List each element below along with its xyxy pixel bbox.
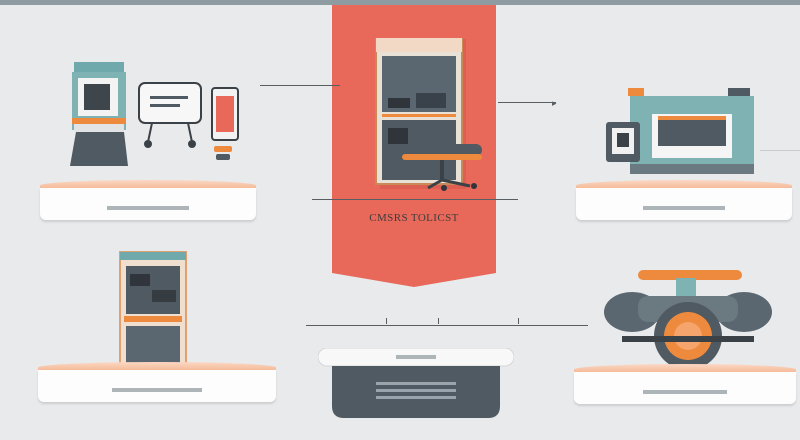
monitor-icon <box>138 82 204 152</box>
tick-icon <box>386 318 387 324</box>
kiosk-icon <box>66 60 130 168</box>
tick-icon <box>518 318 519 324</box>
phone-icon <box>210 86 240 166</box>
shelf-bottom-left <box>38 362 276 406</box>
printer-icon <box>604 86 764 178</box>
shelf-top-right <box>576 180 792 220</box>
office-chair-icon <box>400 138 486 194</box>
top-bar <box>0 0 800 5</box>
tick-icon <box>438 318 439 324</box>
connector-line <box>260 85 340 86</box>
shelf-top-left <box>40 180 256 220</box>
connector-line <box>306 325 588 326</box>
robot-vacuum-icon <box>602 268 774 372</box>
connector-line <box>312 199 518 200</box>
cabinet-icon <box>374 37 464 190</box>
connector-line <box>760 150 800 151</box>
shelf-bottom-right <box>574 364 796 408</box>
tray-icon <box>317 347 515 420</box>
banner-caption: CMSRS TOLICST <box>369 212 459 224</box>
connector-line <box>498 102 556 103</box>
storage-cabinet-icon <box>118 250 188 372</box>
arrow-icon: ▸ <box>552 98 557 108</box>
